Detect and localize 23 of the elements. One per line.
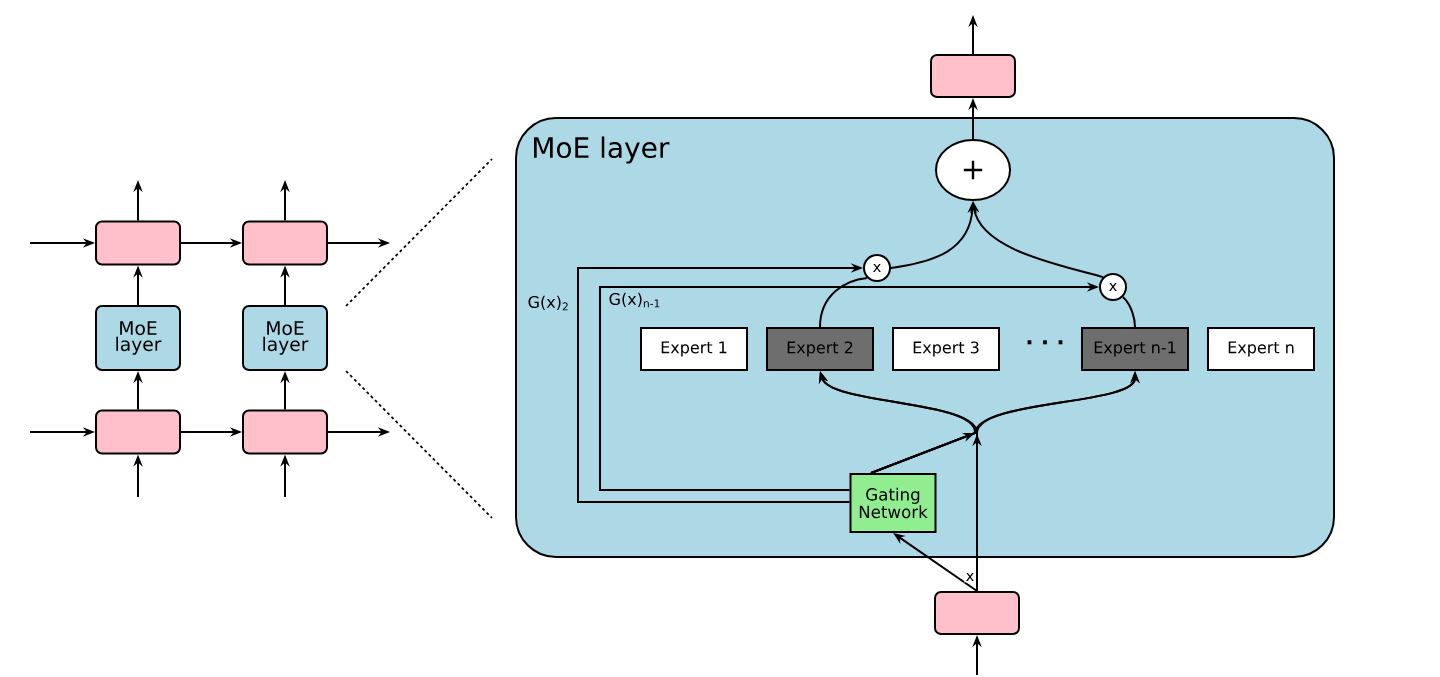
block-box [95, 220, 181, 266]
block-box [242, 409, 328, 455]
layer-box: MoE layer [95, 305, 181, 371]
block-box [242, 220, 328, 266]
zoom-line [345, 158, 493, 307]
connector-line [1121, 295, 1136, 328]
expert-box: Expert n [1207, 327, 1315, 371]
zoom-line [345, 370, 493, 519]
expert-box: Expert 3 [892, 327, 1000, 371]
expert-box: Expert 1 [640, 327, 748, 371]
block-box [930, 54, 1016, 98]
block-box [95, 409, 181, 455]
expert-box: Expert n-1 [1081, 327, 1189, 371]
block-box [934, 591, 1020, 635]
expert-box: Expert 2 [766, 327, 874, 371]
ellipsis: · · · [1027, 340, 1063, 345]
gating-box: Gating Network [849, 473, 937, 533]
layer-box: MoE layer [242, 305, 328, 371]
layer-title: MoE layer [534, 136, 670, 164]
connector-line [819, 276, 869, 328]
edge-label: G(x)$_{2}$ [526, 294, 571, 312]
edge-label: G(x)$_{n-1}$ [607, 291, 663, 309]
edge-label: x [964, 571, 976, 583]
